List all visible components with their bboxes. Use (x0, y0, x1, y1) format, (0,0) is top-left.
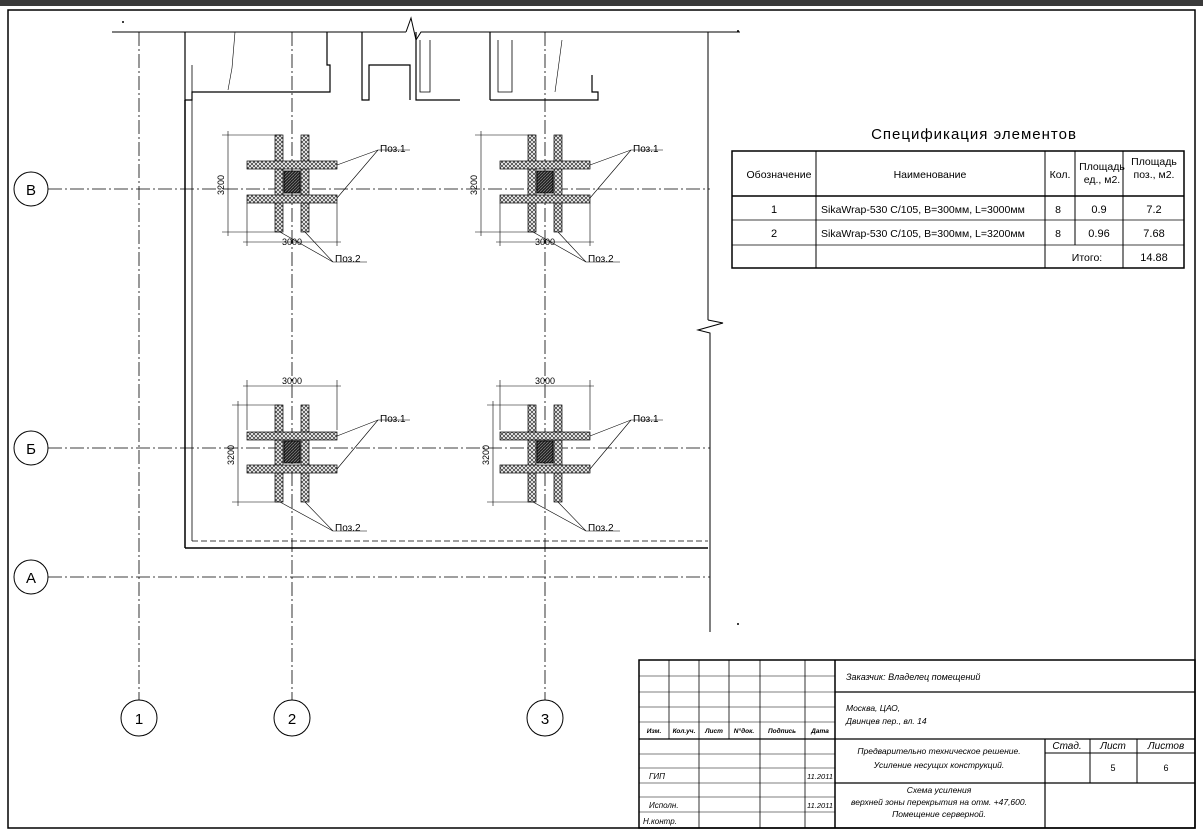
drawing-title-line-1: Схема усиления (907, 785, 972, 795)
drawing-label: Поз.2 (588, 254, 614, 265)
drawing-label: Поз.2 (335, 523, 361, 534)
spec-row-designation: 1 (771, 204, 777, 216)
drawing-label: 3 (541, 711, 549, 728)
drawing-label: поз., м2. (1134, 169, 1175, 181)
drawing-label: Поз.1 (380, 144, 406, 155)
drawing-label: Кол.уч. (673, 728, 696, 735)
spec-header-qty: Кол. (1050, 169, 1071, 181)
sheet-label: Лист (1099, 741, 1126, 752)
drawing-label: В (26, 182, 36, 199)
stage-label: Стад. (1052, 741, 1081, 752)
drawing-label: 3000 (282, 237, 302, 247)
drawing-label: Лист (704, 728, 723, 735)
spec-row-qty: 8 (1055, 228, 1061, 240)
drawing-label: Дата (810, 728, 829, 735)
address-line-1: Москва, ЦАО, (846, 703, 900, 713)
spec-title: Спецификация элементов (871, 126, 1077, 143)
drawing-label: Поз.2 (335, 254, 361, 265)
window-top-strip (0, 0, 1203, 6)
axis-marker-col-3: 3 (526, 699, 564, 737)
spec-header-area-unit: Площадь (1079, 161, 1125, 173)
customer: Заказчик: Владелец помещений (846, 672, 980, 682)
spec-row-qty: 8 (1055, 204, 1061, 216)
building-outline (112, 16, 740, 632)
drawing-label: Подпись (768, 727, 796, 735)
drawing-label: N°док. (734, 727, 755, 735)
drawing-label: 1 (135, 711, 143, 728)
drawing-label: А (26, 570, 36, 587)
spec-table: Спецификация элементов Обозначение Наиме… (731, 126, 1185, 269)
spec-row-area-pos: 7.2 (1146, 204, 1161, 216)
spec-row-area-pos: 7.68 (1143, 228, 1164, 240)
drawing-label: 3200 (216, 175, 226, 195)
ispoln-date: 11.2011 (807, 801, 833, 810)
drawing-label: 3200 (481, 445, 491, 465)
sheet-number: 5 (1110, 763, 1115, 773)
spec-total-label: Итого: (1072, 252, 1102, 264)
spec-header-area-pos: Площадь (1131, 156, 1177, 168)
gip-label: ГИП (649, 772, 665, 781)
axis-marker-col-2: 2 (273, 699, 311, 737)
nkontr-label: Н.контр. (643, 817, 677, 826)
project-title-line-2: Усиление несущих конструкций. (873, 760, 1005, 770)
spec-row-name: SikaWrap-530 C/105, B=300мм, L=3200мм (821, 228, 1025, 240)
column-reinforcement-b-cyr-3: 3000 3200 Поз.1 Поз.2 (481, 376, 663, 534)
address-line-2: Двинцев пер., вл. 14 (845, 716, 927, 726)
spec-row-area-unit: 0.9 (1091, 204, 1106, 216)
column-reinforcement-b3: 3200 3000 Поз.1 Поз.2 (469, 131, 663, 265)
gip-date: 11.2011 (807, 772, 833, 781)
drawing-label: 3000 (535, 237, 555, 247)
drawing-label: 3200 (469, 175, 479, 195)
column-reinforcement-b2: 3200 3000 Поз.1 Поз.2 (216, 131, 410, 265)
axis-marker-col-1: 1 (120, 699, 158, 737)
spec-header-designation: Обозначение (747, 169, 812, 181)
column-reinforcement-b-cyr-2: 3000 3200 Поз.1 Поз.2 (226, 376, 410, 534)
drawing-label: Поз.1 (633, 144, 659, 155)
drawing-label: 2 (288, 711, 296, 728)
sheet-frame (7, 9, 1196, 829)
sheets-label: Листов (1147, 741, 1184, 752)
drawing-label: Поз.1 (633, 414, 659, 425)
axis-marker-row-b: Б (13, 430, 49, 466)
spec-header-name: Наименование (894, 169, 967, 181)
spec-total-value: 14.88 (1140, 252, 1168, 264)
axis-lines (48, 32, 710, 700)
spec-row-name: SikaWrap-530 C/105, B=300мм, L=3000мм (821, 204, 1025, 216)
project-title-line-1: Предварительно техническое решение. (857, 746, 1020, 756)
drawing-title-line-2: верхней зоны перекрытия на отм. +47,600. (851, 797, 1027, 807)
drawing-label: ед., м2. (1084, 174, 1120, 186)
spec-row-area-unit: 0.96 (1088, 228, 1109, 240)
spec-row-designation: 2 (771, 228, 777, 240)
drawing-label: Поз.2 (588, 523, 614, 534)
title-block: Изм. Кол.уч. Лист N°док. Подпись Дата ГИ… (638, 659, 1196, 829)
drawing-label: Изм. (647, 728, 662, 735)
axis-marker-row-v: В (13, 171, 49, 207)
drawing-label: 3200 (226, 445, 236, 465)
drawing-label: 3000 (282, 376, 302, 386)
drawing-label: Б (26, 441, 36, 458)
axis-marker-row-a: А (13, 559, 49, 595)
ispoln-label: Исполн. (649, 801, 679, 810)
drawing-label: 3000 (535, 376, 555, 386)
drawing-label: Поз.1 (380, 414, 406, 425)
drawing-title-line-3: Помещение серверной. (892, 809, 986, 819)
sheets-total: 6 (1163, 763, 1168, 773)
